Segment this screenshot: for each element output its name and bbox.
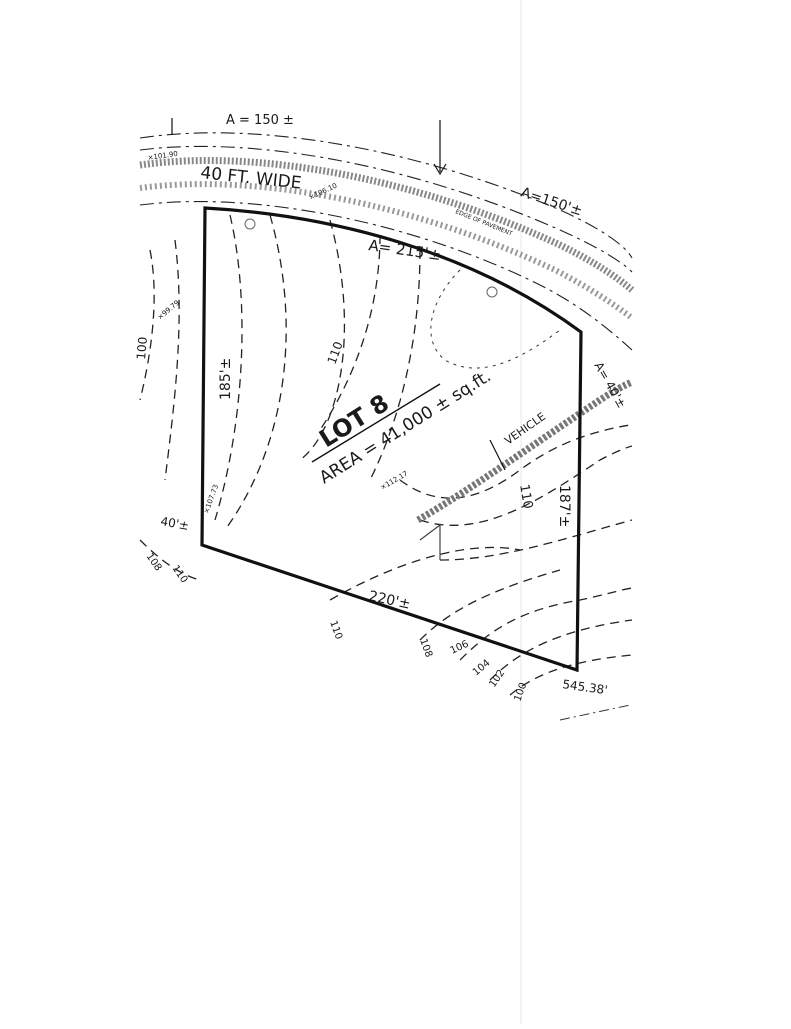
contour-100-rear: 100 bbox=[512, 681, 529, 703]
contour-106: 106 bbox=[449, 639, 471, 657]
contour-left-4 bbox=[224, 214, 287, 531]
lot-right-side: 187'± bbox=[556, 485, 572, 527]
vehicle-leader bbox=[489, 439, 506, 471]
spot-elev-road-left: ×101.90 bbox=[147, 150, 178, 162]
lot-left-side: 185'± bbox=[218, 358, 234, 400]
contour-left-2 bbox=[164, 239, 180, 481]
road-edge-outer bbox=[139, 132, 633, 259]
corner-marker-ne bbox=[486, 286, 498, 298]
corner-left-label: 40'± bbox=[159, 514, 190, 533]
contour-mid-2 bbox=[319, 234, 381, 431]
arrow-right-head bbox=[433, 163, 447, 176]
spot-elev-left-upper: ×99.79 bbox=[156, 299, 181, 322]
road-edge-outer-2 bbox=[139, 145, 633, 273]
contour-rear-3 bbox=[459, 587, 633, 661]
contour-mid-1 bbox=[299, 219, 346, 461]
bearing-line bbox=[559, 704, 631, 721]
spot-elev-left-lower: ×107.73 bbox=[202, 483, 220, 514]
contour-108-left: 108 bbox=[144, 551, 164, 573]
lot-title-underline bbox=[311, 383, 441, 463]
pavement-band-2 bbox=[139, 181, 634, 321]
contour-rear-1 bbox=[329, 546, 521, 601]
pavement-band-1 bbox=[139, 157, 635, 293]
road-edge-inner bbox=[139, 201, 633, 351]
contour-rear-4 bbox=[489, 619, 633, 681]
corner-marker-nw bbox=[244, 218, 256, 230]
spot-elev-center: ×112.17 bbox=[379, 470, 409, 492]
contour-110-bottom: 110 bbox=[327, 619, 344, 641]
vehicle-path bbox=[416, 378, 634, 524]
contour-sw bbox=[139, 539, 201, 581]
contour-110-right: 110 bbox=[516, 483, 535, 510]
contour-left-1 bbox=[139, 249, 155, 401]
contour-102: 102 bbox=[487, 668, 507, 690]
contour-104: 104 bbox=[471, 658, 493, 679]
contour-rear-5 bbox=[509, 654, 633, 696]
vehicle-path-end bbox=[419, 523, 441, 560]
contour-108-rear: 108 bbox=[417, 637, 434, 659]
lot-8-boundary bbox=[200, 206, 583, 673]
contour-mid-3 bbox=[369, 249, 421, 481]
road-arc-top-label: A = 150 ± bbox=[226, 113, 294, 128]
lot-front-arc: A= 215'± bbox=[367, 236, 442, 264]
contour-left-3 bbox=[214, 214, 243, 521]
road-arc-right-label: A=150'± bbox=[519, 185, 584, 220]
contour-east-3 bbox=[439, 519, 633, 561]
contour-rear-2 bbox=[419, 569, 561, 641]
contour-110-left: 110 bbox=[170, 563, 190, 585]
contour-100-left: 100 bbox=[134, 336, 150, 360]
bearing-rear-right: 545.38' bbox=[562, 677, 609, 697]
